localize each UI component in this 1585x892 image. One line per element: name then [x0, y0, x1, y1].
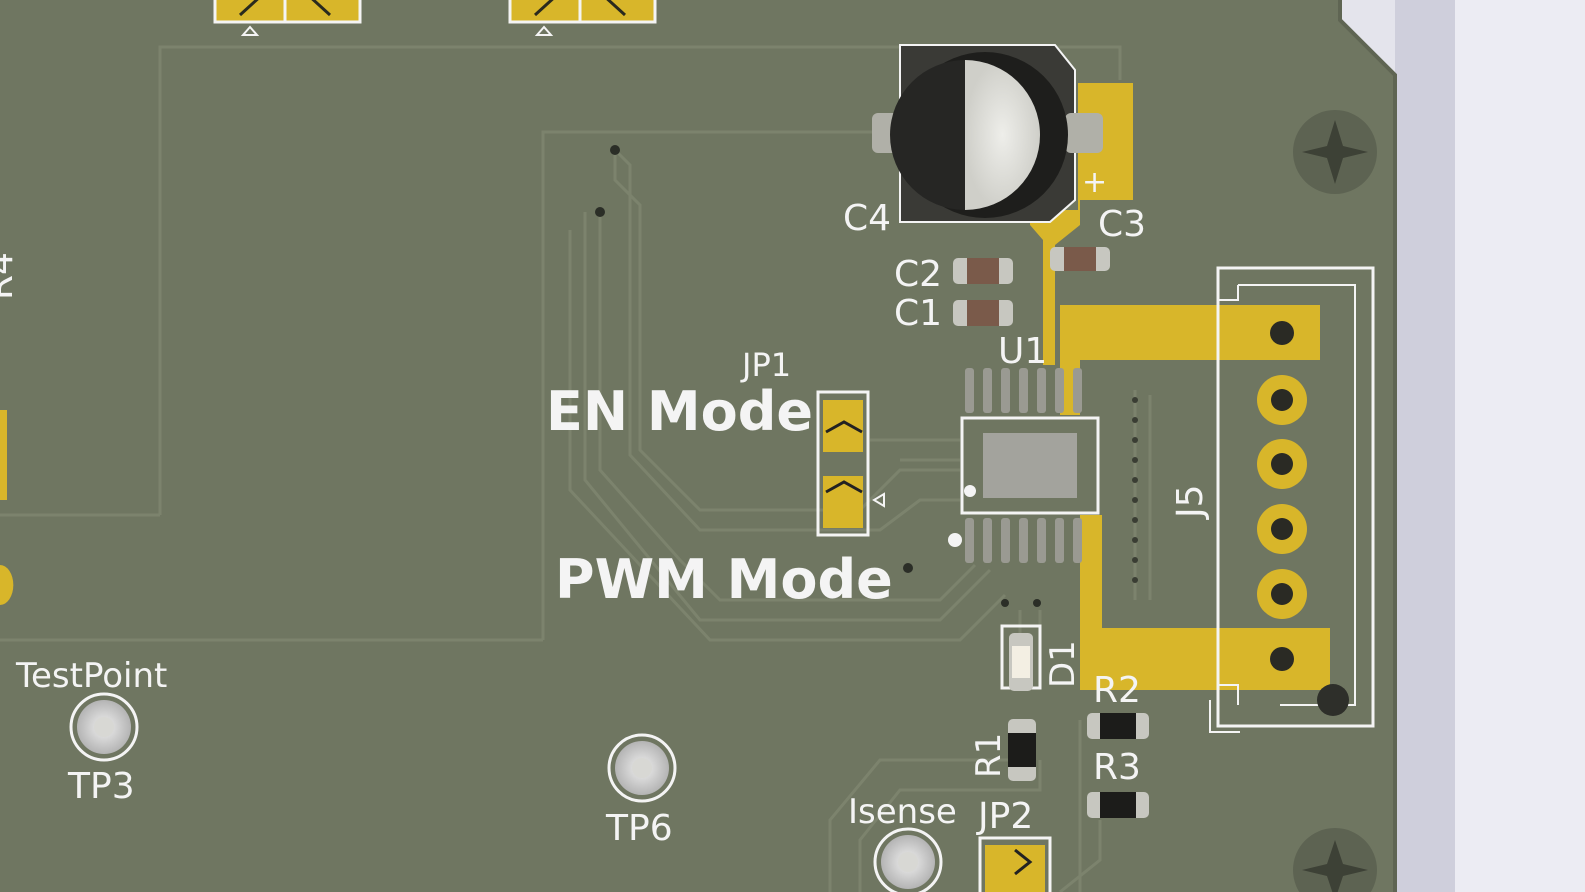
- label-r4-partial: R4: [0, 252, 21, 300]
- mounting-hole-bottom: [1293, 828, 1377, 892]
- left-edge-ring-partial: [0, 565, 14, 605]
- label-isense: Isense: [848, 792, 957, 832]
- silkscreen-labels: C4 C3 + C2 C1 U1 JP1 EN Mode PWM Mode J5…: [0, 165, 1211, 849]
- copper-pour-j5-top: [1060, 305, 1320, 415]
- left-edge-pad-partial: [0, 410, 7, 500]
- isense-testpoint: [873, 827, 943, 892]
- jp1-jumper: [816, 390, 885, 537]
- pcb-board: [0, 0, 1395, 892]
- tp6-testpoint: [607, 733, 677, 803]
- c3-capacitor: [1050, 247, 1110, 271]
- label-pwm-mode: PWM Mode: [555, 548, 893, 611]
- r1-resistor: [1008, 719, 1036, 781]
- label-r3: R3: [1093, 747, 1141, 788]
- tp3-testpoint: [69, 692, 139, 762]
- u1-ic: [948, 368, 1100, 563]
- jp2-jumper: [978, 836, 1052, 892]
- c2-capacitor: [953, 258, 1013, 284]
- r2-resistor: [1087, 713, 1149, 739]
- label-r2: R2: [1093, 670, 1141, 711]
- label-u1: U1: [998, 331, 1047, 372]
- label-jp2: JP2: [976, 796, 1033, 837]
- label-jp1: JP1: [740, 346, 791, 384]
- label-c3: C3: [1098, 204, 1146, 245]
- board-chamfer-highlight: [1338, 0, 1397, 892]
- d1-led: [1000, 624, 1042, 691]
- label-tp3: TP3: [67, 766, 135, 807]
- c4-capacitor: [872, 44, 1103, 223]
- label-d1: D1: [1043, 640, 1083, 688]
- mounting-hole-top: [1293, 110, 1377, 194]
- top-left-jumper-partial: [213, 0, 362, 36]
- label-tp6: TP6: [605, 808, 673, 849]
- enclosure-edge-light: [1455, 0, 1585, 892]
- copper-pour-c3: [1030, 83, 1133, 365]
- copper-traces: [0, 45, 1152, 892]
- label-en-mode: EN Mode: [546, 380, 813, 443]
- via-holes: [595, 145, 1041, 607]
- r3-resistor: [1087, 792, 1149, 818]
- label-testpoint: TestPoint: [15, 656, 167, 696]
- label-c1: C1: [894, 293, 942, 334]
- copper-pour-j5-bottom: [1080, 515, 1330, 690]
- label-r1: R1: [969, 733, 1009, 778]
- label-c2: C2: [894, 254, 942, 295]
- label-c3-plus: +: [1082, 165, 1107, 200]
- label-j5: J5: [1170, 484, 1211, 520]
- j5-connector: [1209, 266, 1375, 733]
- via-ring-rows: [1132, 397, 1138, 583]
- label-c4: C4: [843, 198, 891, 239]
- top-center-jumper-partial: [508, 0, 657, 36]
- c1-capacitor: [953, 300, 1013, 326]
- enclosure-wall: [1395, 0, 1455, 892]
